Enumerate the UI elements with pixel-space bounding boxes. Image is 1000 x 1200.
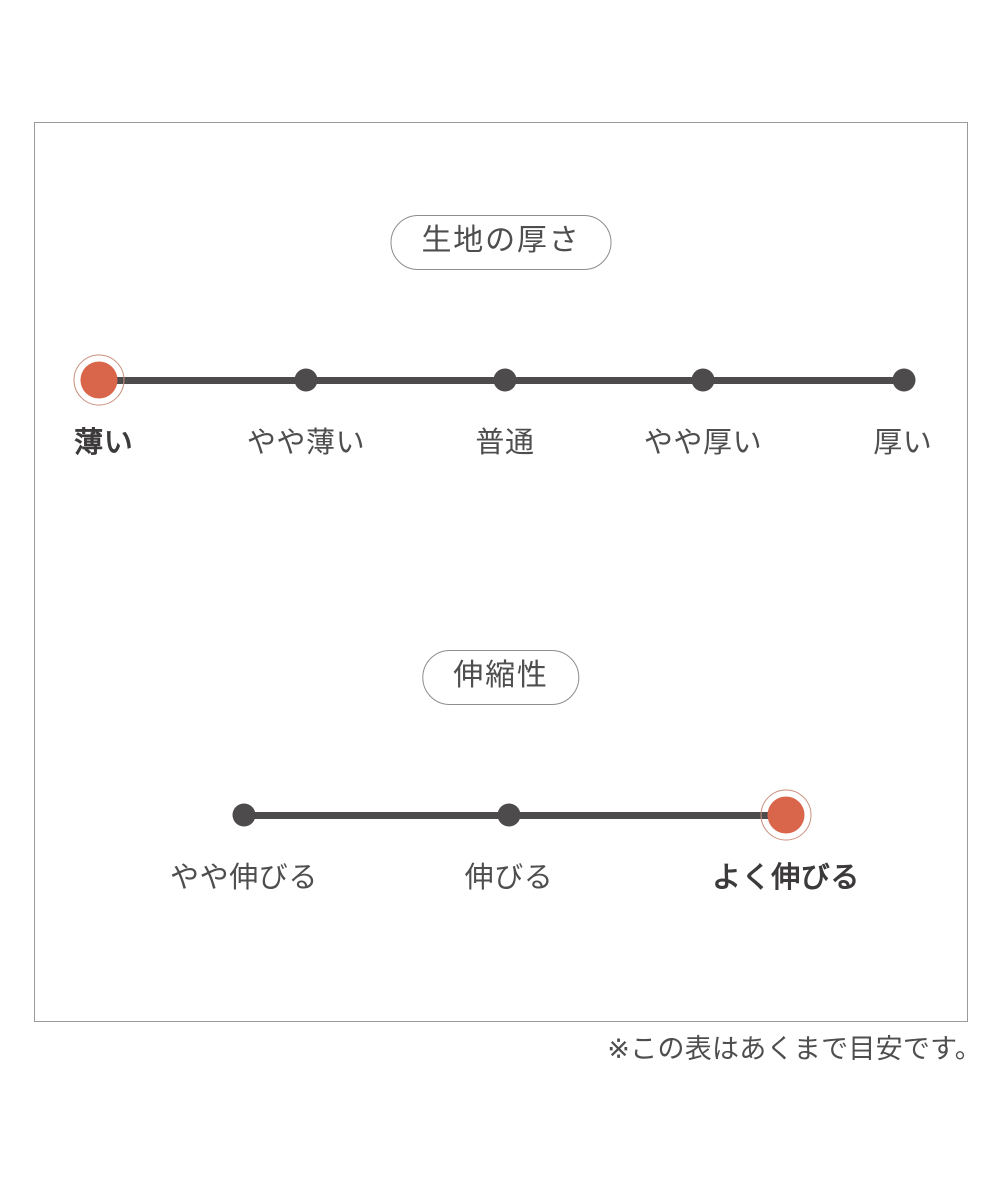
scale-dot[interactable] bbox=[691, 368, 715, 392]
scale-stretch: やや伸びる 伸びる よく伸びる bbox=[35, 738, 967, 892]
scale-label: やや薄い bbox=[246, 425, 366, 459]
scale-track-segment bbox=[509, 811, 786, 819]
scale-dot[interactable] bbox=[294, 368, 318, 392]
footnote-note: ※この表はあくまで目安です。 bbox=[607, 1034, 982, 1065]
section-title-stretch: 伸縮性 bbox=[422, 650, 580, 705]
scale-dot-active-ring bbox=[760, 789, 812, 841]
scale-track-segment bbox=[99, 376, 306, 384]
scale-label: 薄い bbox=[74, 425, 134, 459]
scale-label: よく伸びる bbox=[712, 860, 860, 894]
scale-dot[interactable] bbox=[232, 803, 256, 827]
scale-track-segment bbox=[703, 376, 904, 384]
scale-dot-active[interactable] bbox=[80, 361, 118, 399]
scale-label: 厚い bbox=[873, 425, 933, 459]
scale-label: 普通 bbox=[475, 425, 535, 459]
scale-track-segment bbox=[505, 376, 703, 384]
scale-label: やや厚い bbox=[643, 425, 763, 459]
scale-dot-active-ring bbox=[73, 354, 125, 406]
scale-track-segment bbox=[306, 376, 505, 384]
scale-track-segment bbox=[244, 811, 509, 819]
scale-label: やや伸びる bbox=[170, 860, 318, 894]
scale-dot[interactable] bbox=[497, 803, 521, 827]
scale-label: 伸びる bbox=[464, 860, 554, 894]
scale-dot[interactable] bbox=[493, 368, 517, 392]
scale-dot-active[interactable] bbox=[767, 796, 805, 834]
section-title-thickness: 生地の厚さ bbox=[390, 215, 612, 270]
scale-dot[interactable] bbox=[892, 368, 916, 392]
fabric-spec-card: 生地の厚さ 薄い やや薄い 普通 やや厚い 厚い 伸縮性 やや伸びる 伸びる よく伸びる bbox=[34, 122, 968, 1022]
scale-thickness: 薄い やや薄い 普通 やや厚い 厚い bbox=[35, 303, 967, 457]
